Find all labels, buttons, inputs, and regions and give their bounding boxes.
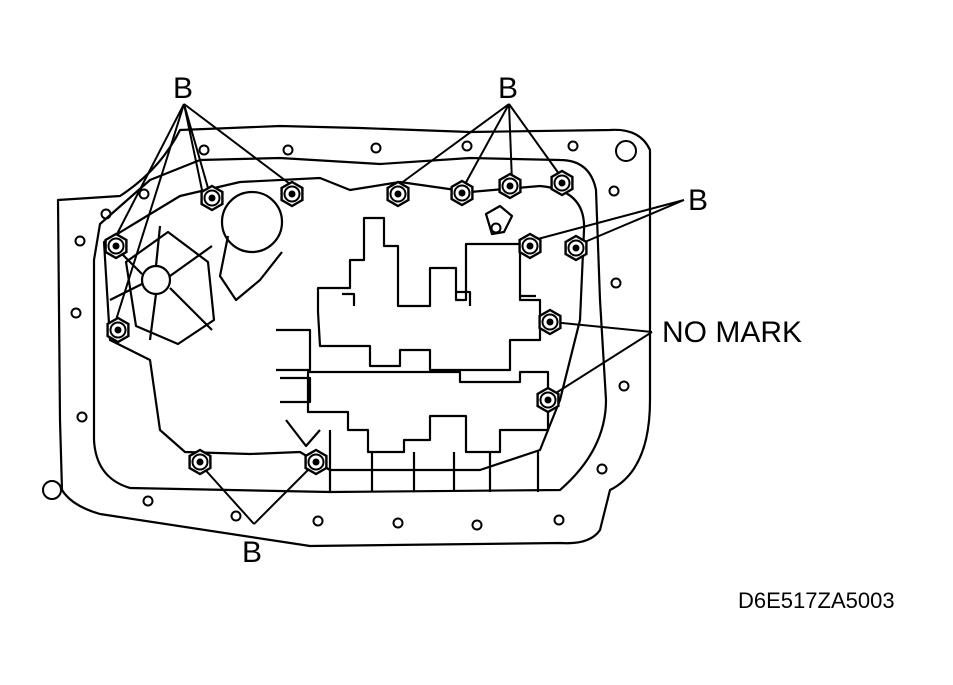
bolt-head (450, 179, 474, 207)
bolt-head (200, 184, 224, 212)
bolt-head (550, 169, 574, 197)
gasket-bolt-holes (42, 140, 637, 531)
spoke-ribs (109, 225, 216, 346)
bolt-head (518, 232, 542, 260)
bolt-head (538, 308, 562, 336)
bolt-head (536, 386, 560, 414)
bolt-head (498, 172, 522, 200)
bolt-heads (104, 169, 588, 476)
valve-detail-left (276, 328, 321, 448)
bolt-head (564, 234, 588, 262)
valve-stack-upper (316, 216, 542, 372)
bolt-head (386, 180, 410, 208)
valve-stack-lower (306, 370, 550, 454)
separator-plate-outline (102, 176, 586, 472)
bore-web (218, 235, 283, 302)
valve-bores-bottom (328, 430, 540, 492)
bolt-head (104, 232, 128, 260)
valve-detail-right (342, 204, 536, 306)
label-b-bottom: B (242, 536, 262, 569)
spoke-hub (140, 264, 172, 296)
bolt-head (106, 316, 130, 344)
figure-code: D6E517ZA5003 (738, 588, 895, 613)
leader-lines (115, 103, 685, 525)
inner-flange-outline (92, 156, 608, 494)
label-no-mark: NO MARK (662, 316, 802, 349)
label-b-right: B (688, 184, 708, 217)
outer-gasket-outline (56, 124, 652, 548)
bolt-head (304, 448, 328, 476)
label-b-top-center: B (498, 72, 518, 105)
bolt-head (280, 180, 304, 208)
accumulator-bore (220, 190, 284, 254)
label-b-top-left: B (173, 72, 193, 105)
bolt-head (188, 448, 212, 476)
